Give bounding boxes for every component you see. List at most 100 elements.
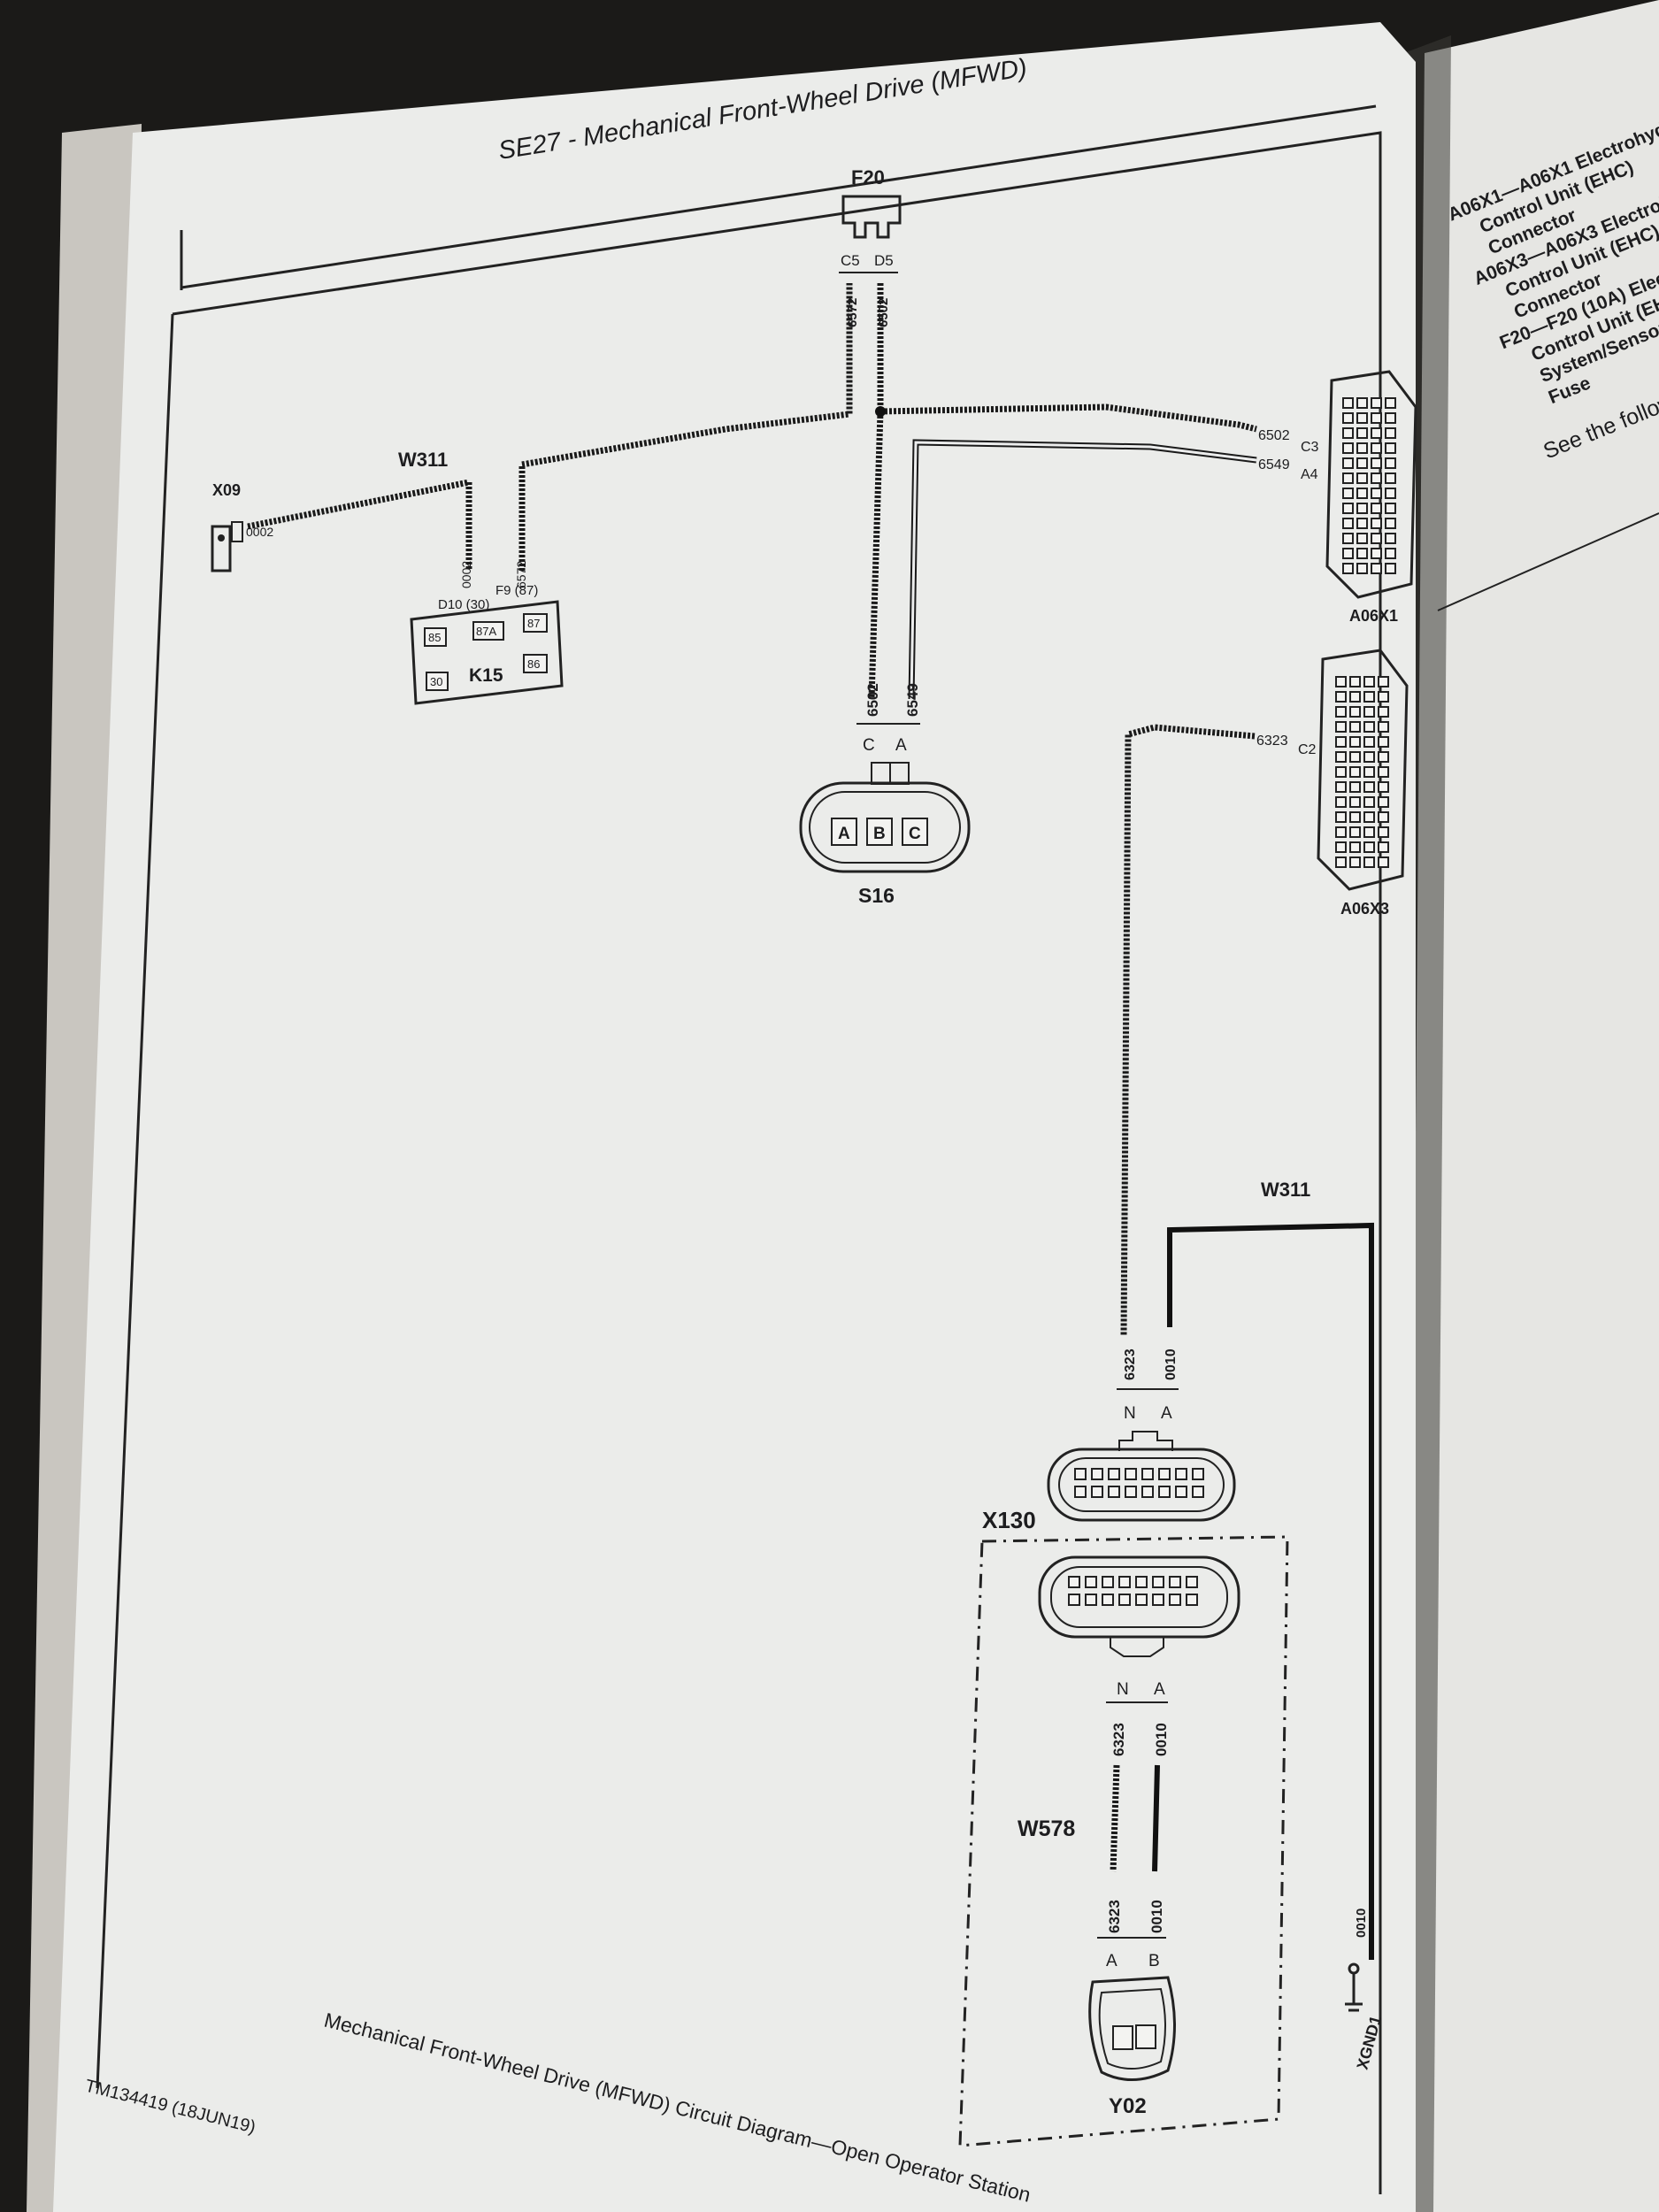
a06x1-pin-a4: A4 — [1301, 467, 1318, 482]
s16-pin-c: C — [863, 736, 875, 755]
a06x3-grid-pin — [1363, 811, 1375, 823]
a06x1-grid-pin — [1371, 442, 1382, 454]
a06x1-grid-pin — [1371, 563, 1382, 574]
x130-top-pin-n: N — [1124, 1404, 1136, 1423]
x09-bracket — [231, 521, 243, 542]
a06x3-grid-pin — [1363, 721, 1375, 733]
a06x3-grid-pin — [1349, 676, 1361, 687]
a06x3-grid-pin — [1378, 811, 1389, 823]
a06x1-grid-pin — [1385, 518, 1396, 529]
a06x1-pin-grid — [1342, 397, 1396, 574]
x130-bottom-latch — [1110, 1637, 1164, 1657]
k15-pin-86 — [523, 654, 548, 673]
f20-fuse: F20 C5 D5 6572 6502 — [839, 166, 902, 327]
y02-terminal-b — [1135, 2024, 1156, 2049]
x130-bottom-pins-bottom — [1085, 1594, 1097, 1606]
s16-sensor: 6502 6549 C A A B C S16 — [799, 683, 971, 907]
s16-wire-6502: 6502 — [864, 683, 881, 717]
a06x1-grid-pin — [1371, 427, 1382, 439]
wire-0010-ground — [1167, 1222, 1374, 1960]
a06x1-grid-pin — [1356, 518, 1368, 529]
a06x1-grid-pin — [1356, 548, 1368, 559]
a06x1-grid-pin — [1356, 457, 1368, 469]
x130-bottom-pins-bottom — [1152, 1594, 1164, 1606]
x09-ground: X09 0002 — [211, 481, 273, 572]
a06x1-grid-pin — [1356, 488, 1368, 499]
k15-pin-85 — [424, 627, 447, 647]
wire-6549-inner — [910, 441, 1257, 700]
a06x1-grid-pin — [1342, 563, 1354, 574]
a06x3-grid-pin — [1363, 751, 1375, 763]
a06x3-grid-pin — [1349, 691, 1361, 703]
x130-bottom-pin-n: N — [1117, 1680, 1129, 1699]
a06x1-grid-pin — [1356, 427, 1368, 439]
a06x1-connector: 6502 C3 6549 A4 A06X1 — [1258, 370, 1417, 625]
k15-wire-6572: 6572 — [514, 561, 528, 588]
x130-bottom-pin-row — [1068, 1576, 1198, 1606]
a06x1-grid-pin — [1356, 472, 1368, 484]
a06x3-grid-pin — [1335, 736, 1347, 748]
a06x1-grid-pin — [1371, 472, 1382, 484]
x130-top-pins-bottom — [1192, 1486, 1204, 1498]
a06x3-grid-pin — [1378, 781, 1389, 793]
a06x3-grid-pin — [1378, 691, 1389, 703]
a06x3-grid-pin — [1349, 721, 1361, 733]
f20-pin-c5: C5 — [841, 252, 860, 269]
x130-top-pins-bottom — [1141, 1486, 1154, 1498]
k15-pin-87a — [472, 621, 504, 641]
x130-top-pins-top — [1158, 1468, 1171, 1480]
x130-top-pins-bottom — [1158, 1486, 1171, 1498]
a06x3-grid-pin — [1349, 706, 1361, 718]
a06x3-grid-pin — [1378, 826, 1389, 838]
a06x3-grid-pin — [1335, 811, 1347, 823]
a06x1-label: A06X1 — [1349, 607, 1398, 625]
f20-label: F20 — [851, 166, 885, 188]
x130-bottom-body — [1038, 1555, 1240, 1639]
a06x1-grid-pin — [1342, 457, 1354, 469]
s16-body-outer — [799, 781, 971, 873]
right-page — [1407, 0, 1659, 2212]
f20-wire-6502: 6502 — [876, 298, 891, 327]
x130-top-pin-row — [1074, 1468, 1204, 1498]
y02-terminal-a — [1112, 2025, 1133, 2050]
a06x3-connector: 6323 C2 A06X3 — [1120, 649, 1409, 1337]
a06x3-grid-pin — [1335, 706, 1347, 718]
s16-wire-6549: 6549 — [904, 683, 921, 717]
x130-wire-6323: 6323 — [1123, 1348, 1138, 1380]
y02-pin-a: A — [1106, 1952, 1118, 1970]
x130-top-latch — [1118, 1431, 1173, 1451]
k15-relay: 0002 6572 D10 (30) F9 (87) 85 87A 87 30 … — [410, 561, 564, 705]
x130-bottom-pins-bottom — [1135, 1594, 1148, 1606]
y02-body — [1088, 1976, 1176, 2081]
x130-bottom-pins-top — [1169, 1576, 1181, 1588]
a06x1-grid-pin — [1385, 548, 1396, 559]
a06x1-grid-pin — [1356, 533, 1368, 544]
a06x1-grid-pin — [1385, 427, 1396, 439]
a06x3-grid-pin — [1378, 721, 1389, 733]
k15-pin-label-f9: F9 (87) — [495, 583, 538, 598]
x130-bottom-pin-a: A — [1154, 1680, 1165, 1699]
s16-terminal-b — [866, 818, 893, 846]
w578-upper-wire-0010: 0010 — [1153, 1723, 1170, 1756]
a06x1-grid-pin — [1385, 503, 1396, 514]
x130-top-pins-top — [1125, 1468, 1137, 1480]
wire-6572 — [518, 283, 853, 571]
a06x1-grid-pin — [1385, 563, 1396, 574]
a06x3-grid-pin — [1349, 796, 1361, 808]
a06x3-grid-pin — [1335, 691, 1347, 703]
a06x3-grid-pin — [1335, 796, 1347, 808]
header-rule — [180, 104, 1377, 289]
x130-top-pins-bottom — [1091, 1486, 1103, 1498]
k15-pin-label-d10: D10 (30) — [438, 597, 489, 612]
a06x3-grid-pin — [1349, 841, 1361, 853]
a06x3-grid-pin — [1378, 766, 1389, 778]
a06x3-grid-pin — [1363, 796, 1375, 808]
a06x1-grid-pin — [1356, 412, 1368, 424]
s16-label: S16 — [858, 884, 895, 907]
a06x1-grid-pin — [1371, 457, 1382, 469]
x130-label: X130 — [982, 1507, 1036, 1533]
a06x3-grid-pin — [1335, 856, 1347, 868]
x130-bottom-pins-bottom — [1068, 1594, 1080, 1606]
a06x3-grid-pin — [1363, 691, 1375, 703]
x09-wire-label: 0002 — [246, 525, 273, 539]
